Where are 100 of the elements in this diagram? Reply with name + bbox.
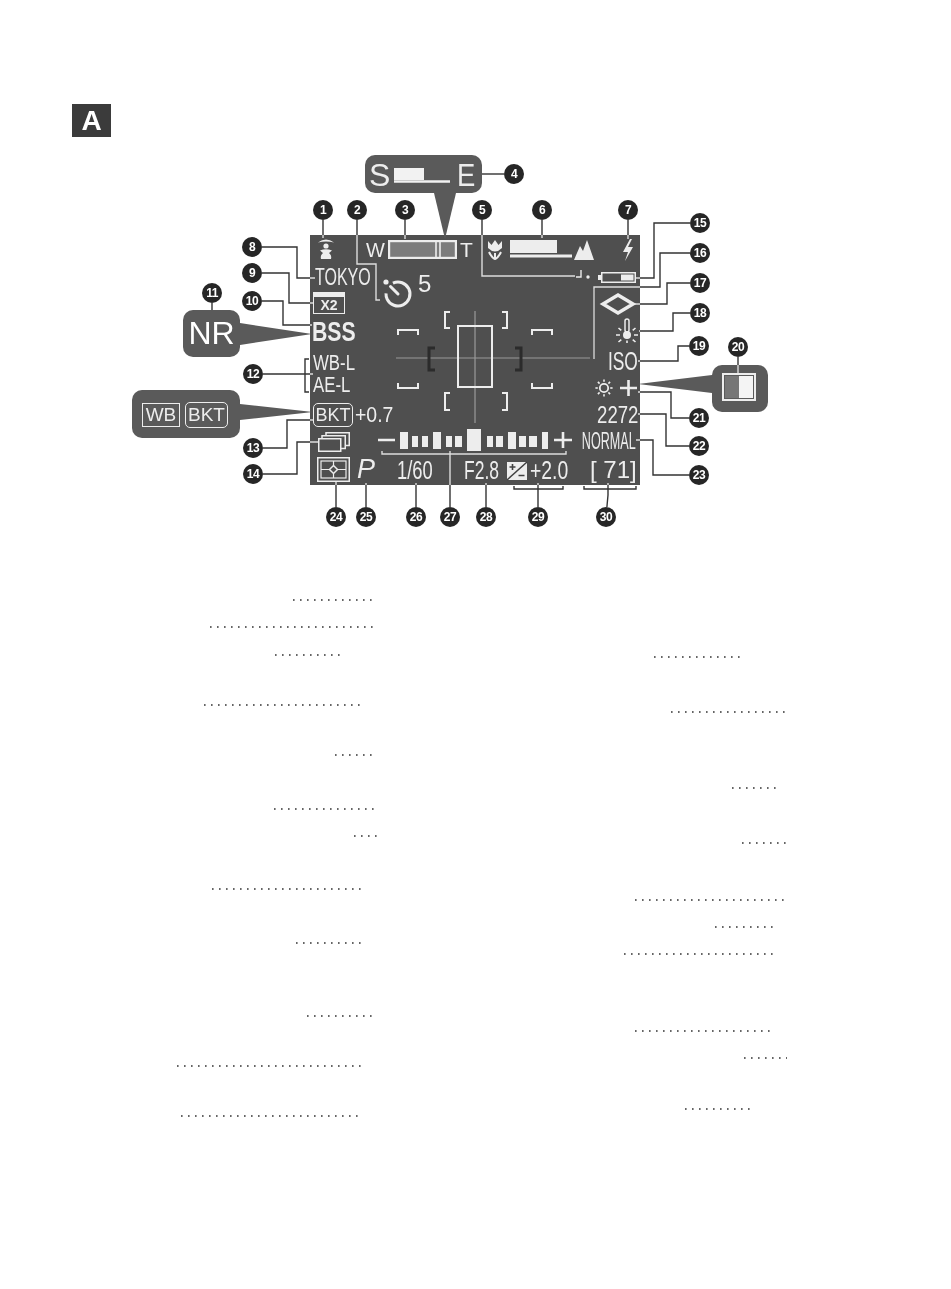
flower-mountain-scale-icon (487, 238, 594, 260)
callout-number: 12 (243, 364, 263, 384)
callout-number: 30 (596, 507, 616, 527)
inset-balloon (132, 390, 240, 438)
leader-line (261, 300, 313, 326)
leader-line (356, 219, 381, 301)
leader-line (583, 482, 637, 508)
leader-line (635, 439, 690, 476)
callout-number: 1 (313, 200, 333, 220)
city-name: TOKYO (315, 265, 371, 289)
inset-balloon: NR (183, 310, 240, 357)
callout-number: 24 (326, 507, 346, 527)
callout-number: 11 (202, 283, 222, 303)
sun-plus-icon (595, 378, 638, 398)
framed-dot-icon (317, 457, 350, 482)
section-letter: A (72, 104, 111, 137)
leader-line (404, 219, 406, 240)
display-screen (310, 235, 640, 485)
leader-line (737, 356, 739, 374)
callout-number: 26 (406, 507, 426, 527)
callout-number: 10 (242, 291, 262, 311)
leader-line (485, 482, 487, 508)
quality-text: NORMAL (581, 429, 636, 453)
leader-line (365, 482, 367, 508)
callout-number: 15 (690, 213, 710, 233)
leader-line (637, 345, 690, 362)
exposure-number: +2.0 (530, 458, 569, 483)
diamond-icon (601, 293, 635, 315)
callout-number: 28 (476, 507, 496, 527)
battery-icon (598, 272, 636, 283)
leader-line (513, 482, 564, 508)
leader-line (638, 312, 691, 332)
bar-scale-icon (378, 429, 573, 451)
lock-text: WB-L AE-L (313, 352, 355, 396)
callout-number: 18 (690, 303, 710, 323)
leader-line (335, 481, 337, 508)
callout-number: 23 (689, 465, 709, 485)
thermometer-icon (615, 318, 639, 343)
callout-number: 20 (728, 337, 748, 357)
frame-line (592, 289, 596, 359)
leader-line (262, 441, 319, 475)
callout-number: 21 (689, 408, 709, 428)
callout-number: 8 (242, 237, 262, 257)
callout-number: 4 (504, 164, 524, 184)
callout-number: 29 (528, 507, 548, 527)
callout-number: 7 (618, 200, 638, 220)
outlined-tag: BKT (313, 403, 353, 427)
mode-text: BSS (312, 318, 356, 346)
callout-number: 13 (243, 438, 263, 458)
zoom-letter: T (460, 239, 473, 260)
shutter-speed-text: 1/60 (397, 458, 433, 483)
leader-line (635, 222, 691, 279)
leader-line (541, 219, 543, 239)
callout-number: 19 (689, 336, 709, 356)
callout-number: 14 (243, 464, 263, 484)
zoom-letter: W (366, 239, 385, 260)
outlined-tag: BKT (185, 402, 228, 428)
callout-number: 27 (440, 507, 460, 527)
scale-letter: S (369, 159, 391, 191)
iso-text: ISO (607, 348, 638, 374)
leader-line (211, 302, 213, 311)
callout-number: 25 (356, 507, 376, 527)
corner-dot-icon (575, 269, 592, 280)
image-size-text: 2272 (597, 403, 639, 427)
mode-letter: P (357, 456, 375, 483)
balloon-pointer (240, 323, 312, 345)
outlined-tag: WB (142, 403, 180, 427)
balloon-pointer (434, 193, 456, 239)
leader-line (637, 391, 690, 419)
callout-number: 16 (690, 243, 710, 263)
bracket-value: +0.7 (355, 404, 394, 426)
callout-number: 9 (242, 263, 262, 283)
frame-count-text: [ 71] (590, 458, 637, 482)
callout-number: 2 (347, 200, 367, 220)
leader-line (637, 413, 690, 447)
leader-line (262, 419, 314, 449)
leader-line (261, 272, 314, 304)
lightning-icon (622, 239, 634, 261)
inset-balloon (712, 365, 768, 412)
leader-line (322, 219, 324, 239)
leader-line (481, 219, 576, 277)
callout-number: 22 (689, 436, 709, 456)
stacked-frames-icon (318, 432, 350, 452)
scale-letter: E (457, 159, 476, 191)
leader-line (415, 482, 417, 508)
leader-line (627, 219, 629, 240)
callout-number: 6 (532, 200, 552, 220)
leader-line (261, 246, 316, 279)
aperture-text: F2.8 (464, 458, 499, 483)
callout-number: 5 (472, 200, 492, 220)
exposure-value (507, 458, 568, 483)
magnification-tag: X2 (313, 292, 345, 314)
callout-number: 17 (690, 273, 710, 293)
leader-line (381, 450, 567, 508)
leader-line (593, 252, 691, 290)
callout-number: 3 (395, 200, 415, 220)
half-filled-square-icon (722, 373, 756, 401)
leader-line (481, 173, 505, 175)
timer-count: 5 (418, 272, 432, 296)
leader-line (262, 358, 314, 393)
